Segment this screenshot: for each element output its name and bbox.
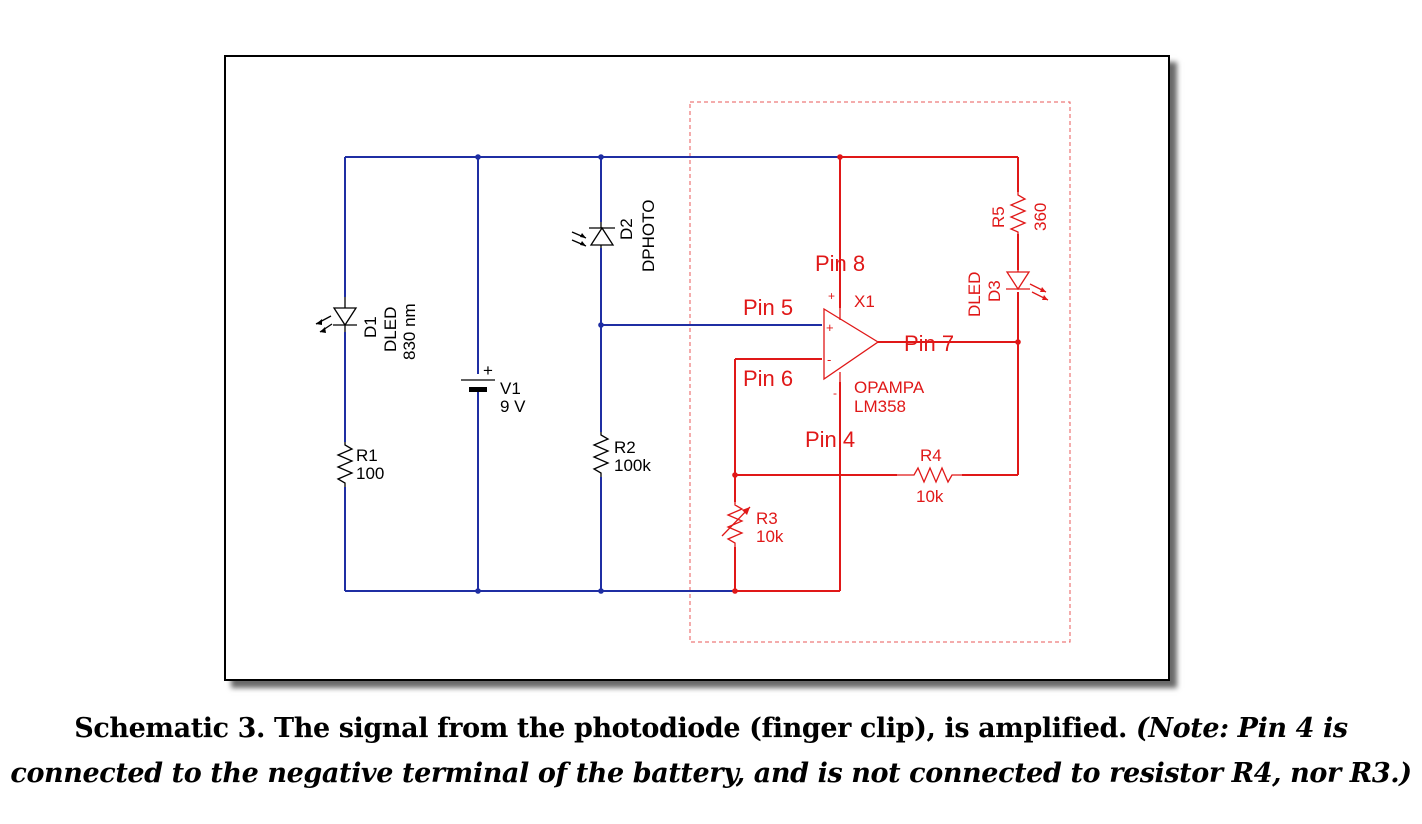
- resistor-r5-symbol: [1009, 192, 1027, 234]
- d1-ref: D1: [361, 316, 380, 338]
- r1-value: 100: [356, 464, 384, 483]
- d1-type: DLED: [381, 307, 400, 352]
- d1-type-group: DLED: [381, 307, 400, 352]
- blue-wires: [344, 156, 840, 592]
- resistor-r2-symbol: [592, 432, 610, 477]
- r5-value-group: 360: [1031, 203, 1050, 231]
- photodiode-d2-symbol: [571, 222, 615, 248]
- d1-value-group: 830 nm: [400, 303, 419, 360]
- r5-ref: R5: [989, 206, 1008, 228]
- d3-ref-group: D3: [985, 280, 1004, 302]
- caption-text: Schematic 3. The signal from the photodi…: [74, 713, 1136, 744]
- led-d1-symbol: [315, 297, 358, 333]
- v1-ref: V1: [500, 379, 521, 398]
- red-wires: [734, 156, 1019, 592]
- r2-ref: R2: [614, 438, 636, 457]
- circuit-schematic: D1 DLED 830 nm + V1 9 V R1 100 D2 DPHOTO…: [315, 101, 1071, 643]
- d2-ref-group: D2: [617, 218, 636, 240]
- d1-value: 830 nm: [400, 303, 419, 360]
- x1-type: OPAMPA: [854, 378, 925, 397]
- battery-v1-symbol: +: [461, 361, 495, 392]
- r5-value: 360: [1031, 203, 1050, 231]
- caption-line-2: connected to the negative terminal of th…: [10, 758, 1412, 789]
- r5-ref-group: R5: [989, 206, 1008, 228]
- pin-6-label: Pin 6: [743, 366, 793, 391]
- opamp-minus-input: -: [827, 352, 831, 367]
- d3-type: DLED: [965, 272, 984, 317]
- junction-dots: [475, 154, 1021, 594]
- pin-4-label: Pin 4: [805, 427, 855, 452]
- x1-part: LM358: [854, 397, 906, 416]
- battery-plus-sign: +: [483, 361, 493, 380]
- r3-ref: R3: [756, 509, 778, 528]
- pin-8-label: Pin 8: [815, 251, 865, 276]
- d3-type-group: DLED: [965, 272, 984, 317]
- led-d1-labels: D1: [361, 316, 380, 338]
- caption-note: (Note: Pin 4 is: [1135, 713, 1348, 744]
- d2-ref: D2: [617, 218, 636, 240]
- opamp-vminus-mark: -: [833, 386, 837, 400]
- amplifier-region-box: [689, 101, 1071, 643]
- caption-line-1: Schematic 3. The signal from the photodi…: [0, 713, 1422, 744]
- pin-7-label: Pin 7: [904, 331, 954, 356]
- d2-type: DPHOTO: [639, 200, 658, 272]
- r4-ref: R4: [920, 446, 942, 465]
- d3-ref: D3: [985, 280, 1004, 302]
- resistor-r4-symbol: [897, 466, 962, 484]
- x1-ref: X1: [854, 292, 875, 311]
- r3-value: 10k: [756, 527, 784, 546]
- opamp-vplus-mark: +: [828, 289, 835, 303]
- schematic-frame: D1 DLED 830 nm + V1 9 V R1 100 D2 DPHOTO…: [224, 55, 1170, 681]
- v1-value: 9 V: [500, 397, 526, 416]
- led-d3-symbol: [1005, 270, 1049, 301]
- opamp-plus-input: +: [826, 320, 834, 335]
- potentiometer-r3-symbol: [721, 502, 751, 547]
- r2-value: 100k: [614, 456, 651, 475]
- d2-type-group: DPHOTO: [639, 200, 658, 272]
- opamp-x1-symbol: + - + -: [823, 289, 880, 400]
- pin-5-label: Pin 5: [743, 295, 793, 320]
- r4-value: 10k: [916, 487, 944, 506]
- r1-ref: R1: [356, 446, 378, 465]
- resistor-r1-symbol: [336, 442, 354, 487]
